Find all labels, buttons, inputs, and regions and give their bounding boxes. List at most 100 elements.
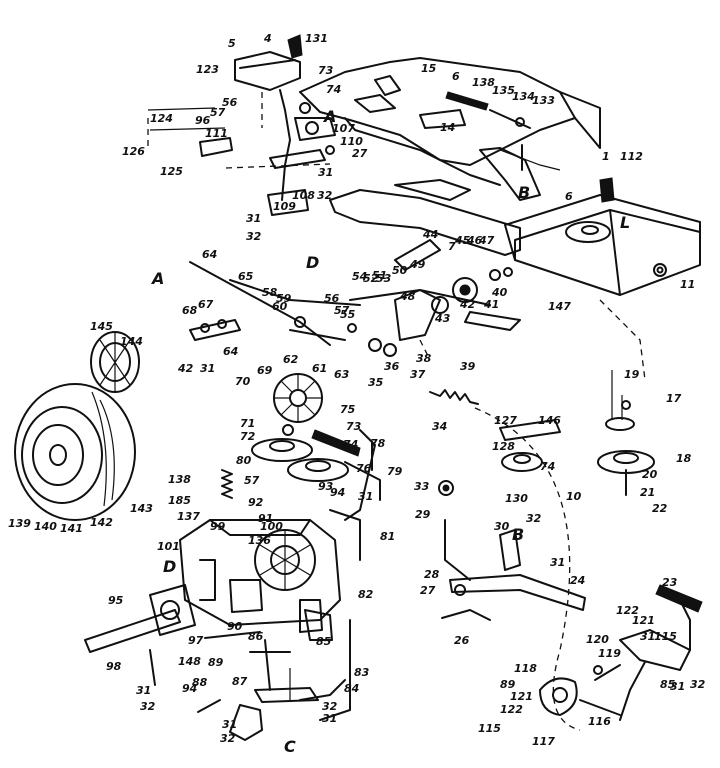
part-number-callout: 138 xyxy=(168,473,191,486)
part-number-callout: 7 xyxy=(448,240,456,253)
part-number-callout: 19 xyxy=(624,368,640,381)
part-number-callout: 101 xyxy=(157,540,180,553)
drive-belt xyxy=(474,407,581,731)
part-number-callout: 94 xyxy=(182,682,197,695)
part-number-callout: 42 xyxy=(177,362,194,375)
part-number-callout: 32 xyxy=(526,512,542,525)
part-number-callout: 37 xyxy=(410,368,426,381)
part-number-callout: 59 xyxy=(276,292,292,305)
part-number-callout: 58 xyxy=(262,286,278,299)
part-number-callout: 11 xyxy=(680,278,695,291)
part-number-callout: 18 xyxy=(676,452,692,465)
part-number-callout: 41 xyxy=(483,298,499,311)
part-number-callout: 145 xyxy=(90,320,113,333)
part-number-callout: 139 xyxy=(8,517,31,530)
spring-34 xyxy=(429,389,479,405)
part-number-callout: 121 xyxy=(632,614,655,627)
part-number-callout: 44 xyxy=(422,228,438,241)
part-number-callout: 56 xyxy=(222,96,238,109)
part-number-callout: 92 xyxy=(248,496,264,509)
part-number-callout: 133 xyxy=(532,94,555,107)
part-number-callout: 31 xyxy=(322,712,337,725)
part-number-callout: 32 xyxy=(322,700,338,713)
part-number-callout: 76 xyxy=(356,462,372,475)
part-number-callout: 120 xyxy=(586,633,609,646)
part-number-callout: 131 xyxy=(305,32,328,45)
reference-letter-d: D xyxy=(163,557,176,576)
part-number-callout: 91 xyxy=(258,512,273,525)
part-number-callout: 99 xyxy=(210,520,226,533)
part-number-callout: 42 xyxy=(459,298,476,311)
part-number-callout: 57 xyxy=(210,106,226,119)
part-number-callout: 50 xyxy=(392,264,408,277)
part-number-callout: 80 xyxy=(236,454,252,467)
part-number-callout: 74 xyxy=(540,460,555,473)
part-number-callout: 6 xyxy=(452,70,460,83)
part-number-callout: 130 xyxy=(505,492,528,505)
part-number-callout: 88 xyxy=(192,676,208,689)
part-number-callout: 137 xyxy=(177,510,200,523)
part-number-callout: 71 xyxy=(240,417,255,430)
part-number-callout: 32 xyxy=(246,230,262,243)
part-number-callout: 32 xyxy=(317,189,333,202)
part-number-callout: 136 xyxy=(248,534,271,547)
part-number-callout: 14 xyxy=(440,121,455,134)
part-number-callout: 122 xyxy=(616,604,639,617)
part-number-callout: 36 xyxy=(384,360,400,373)
part-number-callout: 38 xyxy=(416,352,432,365)
reference-letter-b: B xyxy=(512,525,524,544)
part-number-callout: 32 xyxy=(140,700,156,713)
reference-letter-l: L xyxy=(620,213,630,232)
part-number-callout: 55 xyxy=(340,308,356,321)
part-number-callout: 31 xyxy=(358,490,373,503)
part-number-callout: 24 xyxy=(570,574,585,587)
part-number-callout: 96 xyxy=(195,114,211,127)
part-number-callout: 29 xyxy=(415,508,431,521)
part-number-callout: 118 xyxy=(514,662,537,675)
part-number-callout: 57 xyxy=(334,304,350,317)
part-number-callout: 31 xyxy=(222,718,237,731)
part-number-callout: 1 xyxy=(602,150,610,163)
hubcap xyxy=(90,331,140,393)
part-number-callout: 67 xyxy=(198,298,214,311)
part-number-callout: 143 xyxy=(130,502,153,515)
part-number-callout: 47 xyxy=(478,234,495,247)
reference-letter-b: B xyxy=(518,183,530,202)
part-number-callout: 65 xyxy=(238,270,254,283)
part-number-callout: 146 xyxy=(538,414,561,427)
part-number-callout: 128 xyxy=(492,440,515,453)
part-number-callout: 35 xyxy=(368,376,384,389)
part-number-callout: 52 xyxy=(363,272,379,285)
part-number-callout: 45 xyxy=(454,234,471,247)
part-number-callout: 119 xyxy=(598,647,621,660)
part-number-callout: 53 xyxy=(376,272,392,285)
part-number-callout: 74 xyxy=(326,83,341,96)
brake-pedal xyxy=(539,584,703,721)
part-number-callout: 72 xyxy=(240,430,256,443)
part-number-callout: 69 xyxy=(257,364,273,377)
part-number-callout: 49 xyxy=(409,258,426,271)
part-number-callout: 125 xyxy=(160,165,183,178)
part-number-callout: 75 xyxy=(340,403,356,416)
part-number-callout: 26 xyxy=(454,634,470,647)
part-number-callout: 93 xyxy=(318,480,334,493)
reference-letter-a: A xyxy=(322,107,336,126)
drive-pulleys xyxy=(251,424,376,521)
footrest-panel xyxy=(329,147,541,256)
linkage xyxy=(189,239,521,361)
part-number-callout: 142 xyxy=(90,516,113,529)
part-number-callout: 54 xyxy=(352,270,367,283)
part-number-callout: 61 xyxy=(312,362,327,375)
part-number-callout: 63 xyxy=(334,368,350,381)
rods xyxy=(149,461,381,741)
part-number-callout: 56 xyxy=(324,292,340,305)
rear-wheel xyxy=(14,383,136,521)
part-number-callout: 31 xyxy=(318,166,333,179)
spring-138 xyxy=(221,469,233,499)
part-number-callout: 22 xyxy=(652,502,668,515)
part-number-callout: 98 xyxy=(106,660,122,673)
part-number-callout: 27 xyxy=(420,584,436,597)
part-number-callout: 95 xyxy=(108,594,124,607)
part-number-callout: 124 xyxy=(150,112,173,125)
